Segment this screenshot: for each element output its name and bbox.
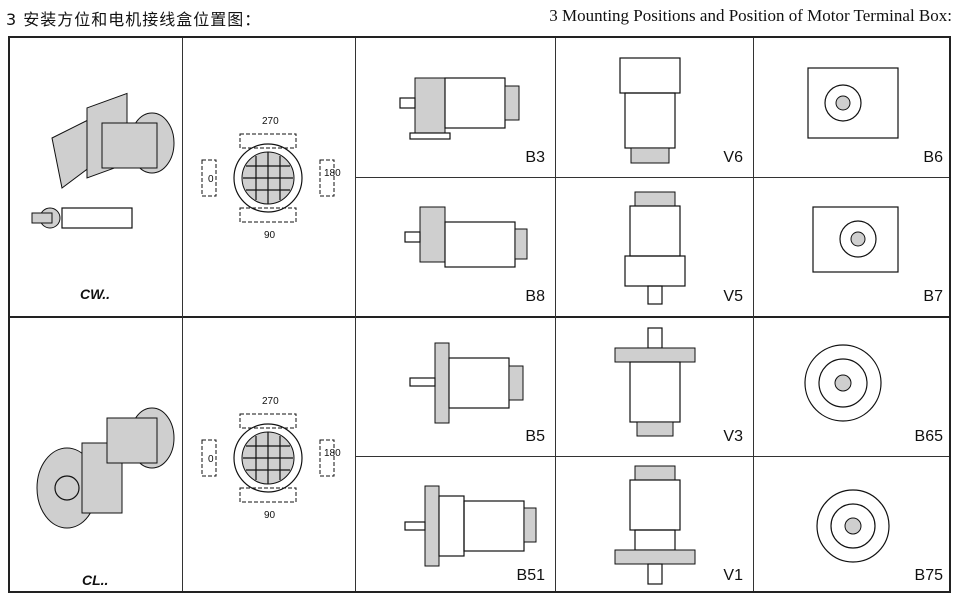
position-label: B65: [914, 428, 943, 445]
flange-motor-vertical-icon: [614, 327, 696, 437]
motor-illustration-cell: CW..: [10, 38, 182, 316]
dim-top: 270: [262, 396, 279, 407]
group-divider: [10, 316, 949, 318]
position-cell: B3: [355, 38, 555, 177]
col-divider-2: [355, 38, 356, 591]
position-label: B7: [923, 288, 943, 305]
gearmotor-horizontal-icon: [399, 77, 520, 140]
row-divider-2: [355, 456, 949, 457]
dim-left: 0: [208, 454, 214, 465]
flange-motor-vertical-icon: [614, 465, 696, 585]
flange-motor-horizontal-icon: [404, 485, 537, 567]
position-cell: V6: [555, 38, 753, 177]
terminal-box-cell: 270 0 180 90: [182, 38, 355, 316]
gearmotor-end-view-icon: [812, 206, 899, 273]
dim-bottom: 90: [264, 510, 276, 521]
col-divider-1: [182, 38, 183, 591]
dim-bottom: 90: [264, 230, 276, 241]
position-label: V5: [723, 288, 743, 305]
dim-right: 180: [324, 168, 341, 179]
position-cell: B5: [355, 318, 555, 456]
mounting-table: CW.. 270 0 180 90 B3: [8, 36, 951, 593]
dim-left: 0: [208, 174, 214, 185]
gearmotor-horizontal-icon: [404, 206, 528, 268]
position-cell: B8: [355, 177, 555, 316]
gearmotor-vertical-icon: [619, 57, 681, 164]
position-label: V6: [723, 149, 743, 166]
position-label: B3: [525, 149, 545, 166]
cw-motor-drawing: [31, 92, 175, 229]
position-label: V3: [723, 428, 743, 445]
motor-illustration-cell: CL..: [10, 318, 182, 595]
position-cell: B6: [753, 38, 953, 177]
position-label: B51: [516, 567, 545, 584]
col-divider-3: [555, 38, 556, 591]
title-chinese: 3 安装方位和电机接线盒位置图：: [6, 10, 262, 29]
position-label: B75: [914, 567, 943, 584]
position-label: V1: [723, 567, 743, 584]
model-label: CW..: [80, 286, 111, 302]
row-divider-1: [355, 177, 949, 178]
position-label: B5: [525, 428, 545, 445]
flange-motor-horizontal-icon: [409, 342, 524, 424]
position-cell: V5: [555, 177, 753, 316]
model-label: CL..: [82, 572, 109, 588]
title-english: 3 Mounting Positions and Position of Mot…: [549, 6, 952, 25]
position-cell: B65: [753, 318, 953, 456]
gearmotor-vertical-icon: [624, 191, 686, 305]
position-label: B8: [525, 288, 545, 305]
flange-end-view-icon: [804, 344, 882, 422]
gearmotor-end-view-icon: [807, 67, 899, 139]
col-divider-4: [753, 38, 754, 591]
dim-top: 270: [262, 116, 279, 127]
position-cell: B7: [753, 177, 953, 316]
terminal-box-diagram: 270 0 180 90: [201, 396, 341, 521]
position-cell: V1: [555, 456, 753, 595]
dim-right: 180: [324, 448, 341, 459]
cl-motor-drawing: [36, 407, 175, 529]
position-cell: V3: [555, 318, 753, 456]
terminal-box-cell: 270 0 180 90: [182, 318, 355, 595]
position-cell: B51: [355, 456, 555, 595]
position-cell: B75: [753, 456, 953, 595]
flange-end-view-icon: [816, 489, 890, 563]
terminal-box-diagram: 270 0 180 90: [201, 116, 341, 241]
position-label: B6: [923, 149, 943, 166]
